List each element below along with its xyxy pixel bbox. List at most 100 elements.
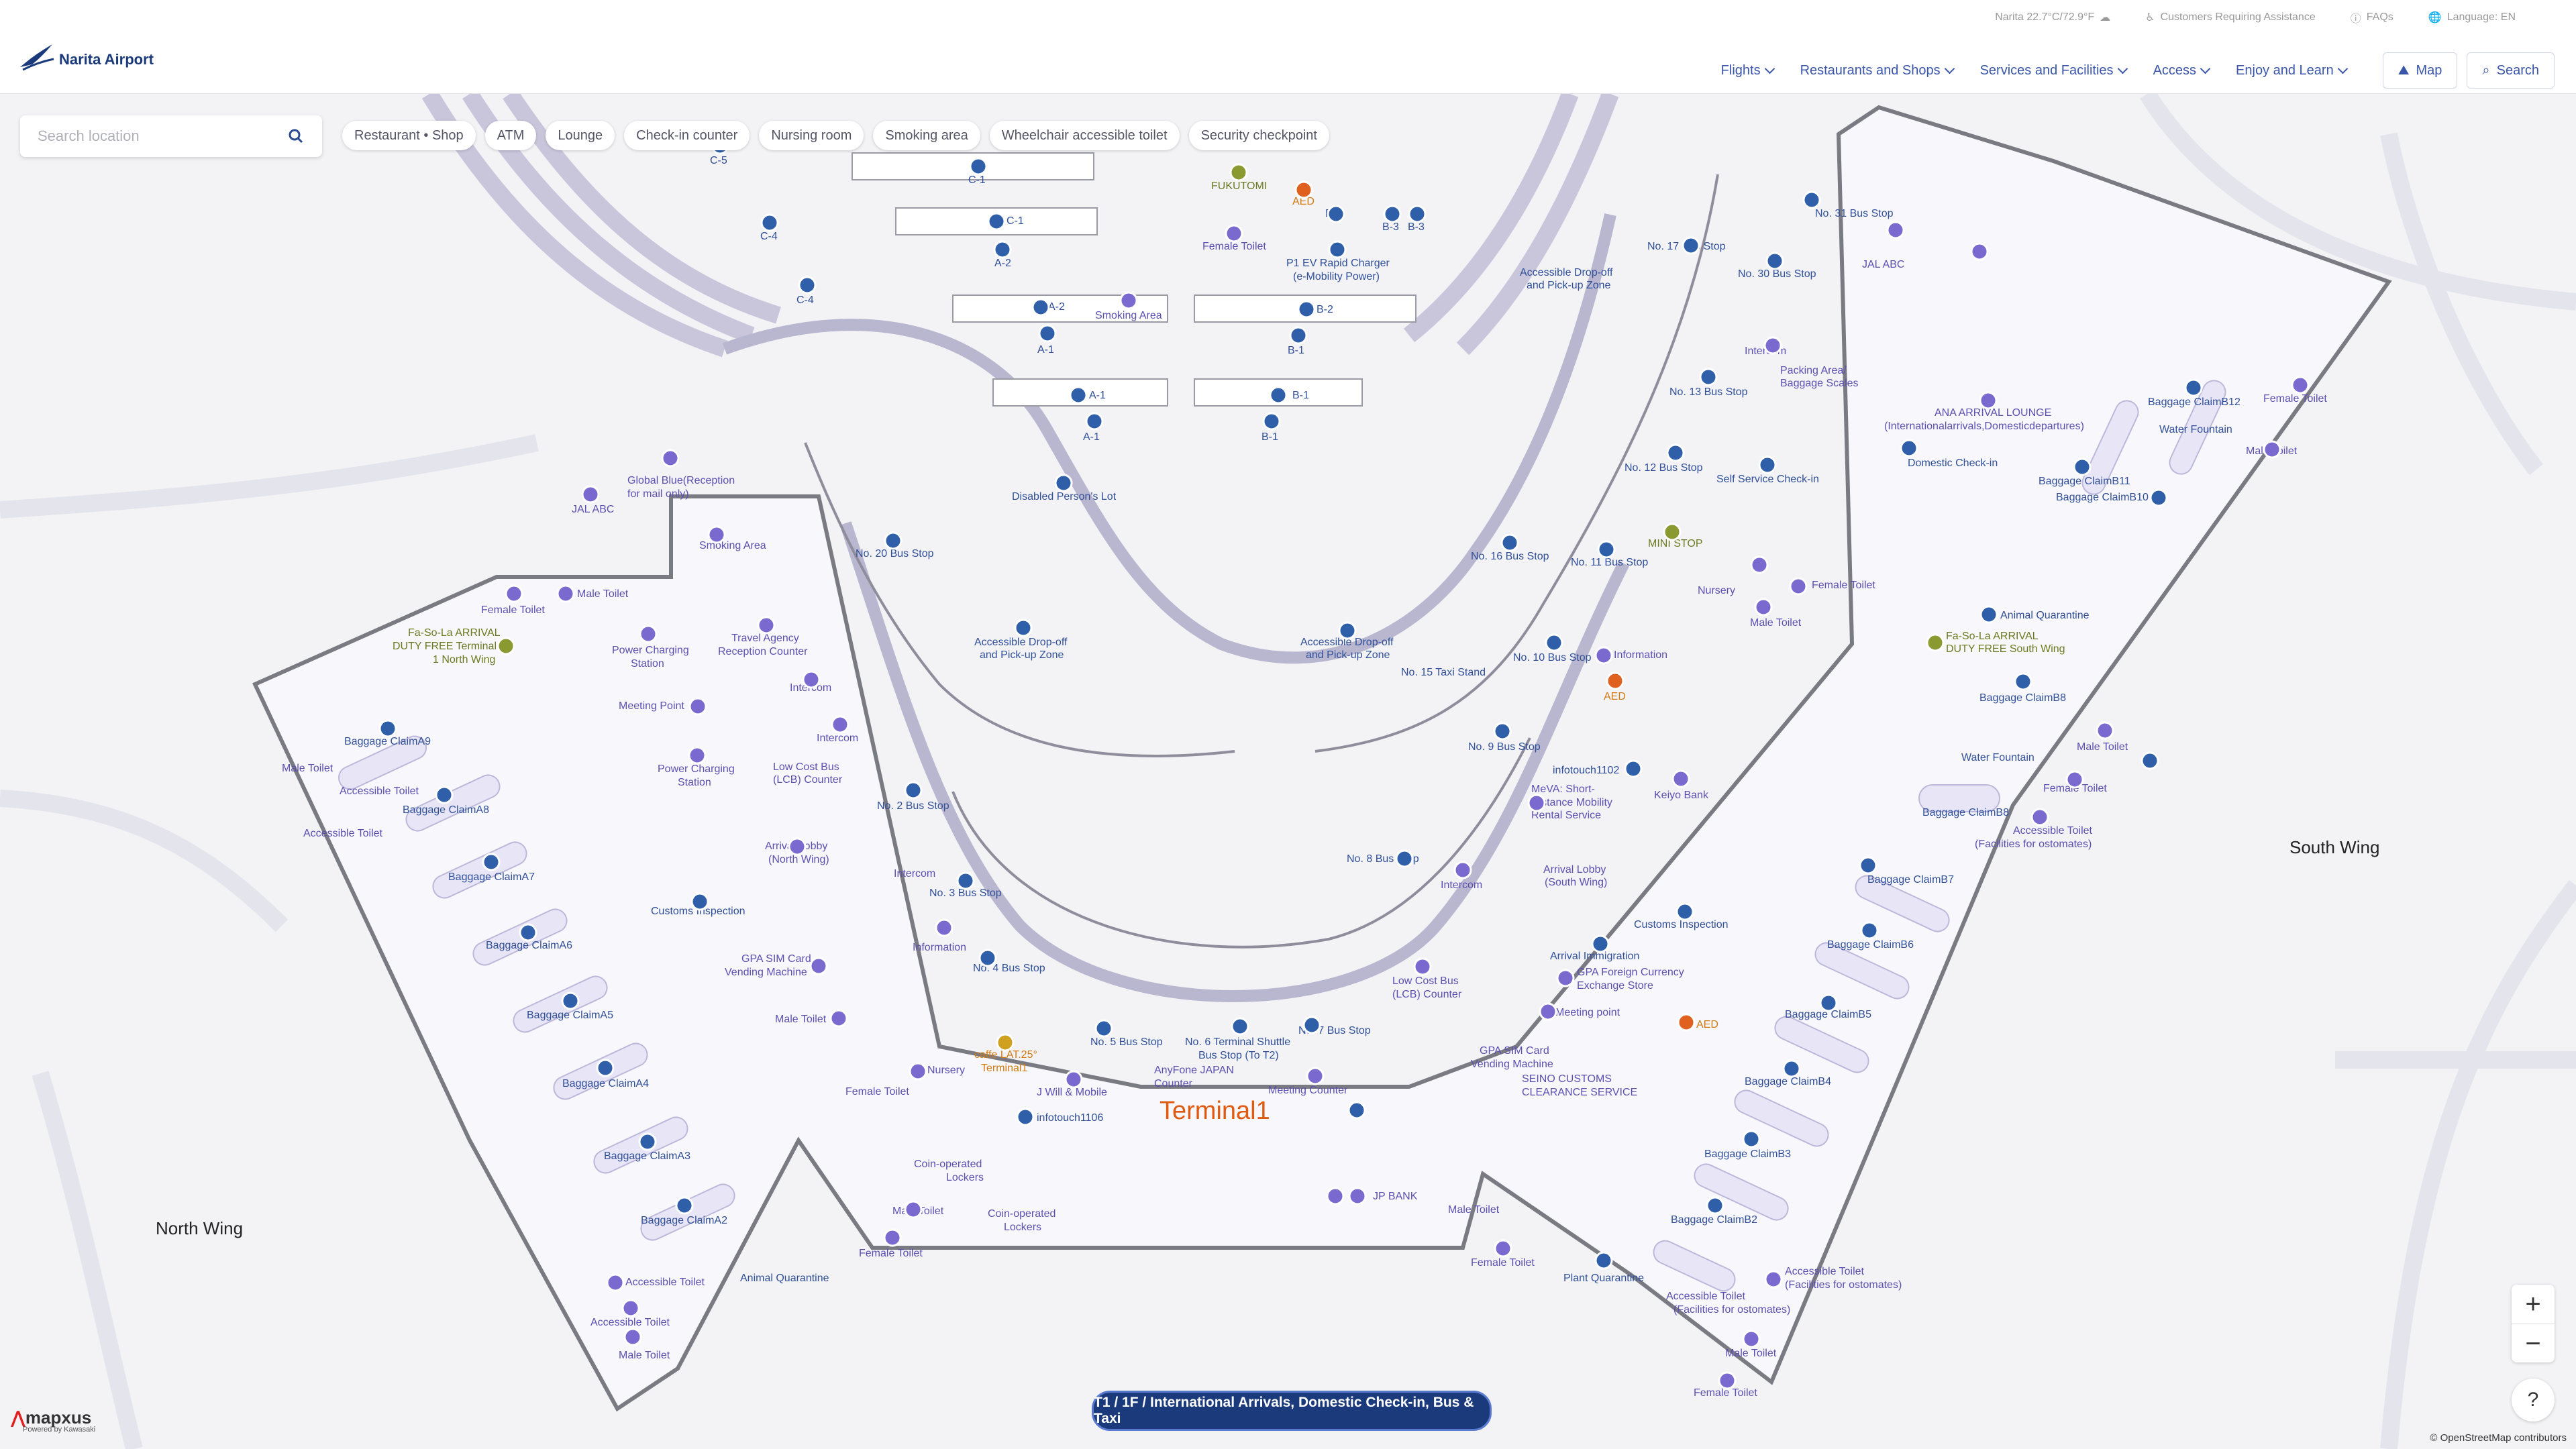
map-label-gpa_sim_n1[interactable]: GPA SIM Card (741, 953, 811, 965)
map-label-info_n[interactable]: Information (913, 942, 966, 953)
map-label-seino1[interactable]: SEINO CUSTOMS (1522, 1073, 1612, 1085)
nav-flights[interactable]: Flights (1721, 63, 1775, 78)
map-label-female_toilet_s5[interactable]: Female Toilet (1694, 1387, 1757, 1399)
nav-restaurants-shops[interactable]: Restaurants and Shops (1800, 63, 1955, 78)
map-label-plant_q[interactable]: Plant Quarantine (1563, 1273, 1644, 1284)
map-label-bus12[interactable]: No. 12 Bus Stop (1625, 462, 1703, 474)
map-label-power1b[interactable]: Station (631, 658, 664, 669)
chip-lounge[interactable]: Lounge (546, 121, 615, 150)
map-label-bca9[interactable]: Baggage ClaimA9 (344, 736, 431, 747)
map-label-meeting_s[interactable]: Meeting point (1555, 1007, 1620, 1018)
map-label-female_toilet_s1[interactable]: Female Toilet (2263, 393, 2327, 405)
map-label-b1b[interactable]: B-1 (1292, 390, 1309, 401)
map-label-bus13[interactable]: No. 13 Bus Stop (1669, 386, 1748, 398)
chip-restaurant-shop[interactable]: Restaurant • Shop (342, 121, 476, 150)
map-label-nursery_s[interactable]: Nursery (1698, 585, 1735, 596)
map-label-b1[interactable]: B-1 (1288, 345, 1304, 356)
map-label-aed_s[interactable]: AED (1604, 691, 1626, 702)
map-label-bca2[interactable]: Baggage ClaimA2 (641, 1215, 727, 1226)
map-label-bcb10[interactable]: Baggage ClaimB10 (2056, 492, 2149, 503)
map-label-bus6b[interactable]: Bus Stop (To T2) (1198, 1050, 1279, 1061)
map-label-nursery_n[interactable]: Nursery (927, 1065, 965, 1076)
language-selector[interactable]: 🌐 Language: EN (2428, 11, 2516, 23)
map-label-gpa_fx1[interactable]: GPA Foreign Currency (1577, 967, 1684, 978)
map-label-b3c[interactable]: B-3 (1408, 221, 1425, 233)
map-label-domestic_checkin[interactable]: Domestic Check-in (1908, 458, 1998, 469)
map-label-bus10[interactable]: No. 10 Bus Stop (1513, 652, 1592, 663)
map-label-male_toilet_s3[interactable]: Male Toilet (2077, 741, 2128, 753)
help-button[interactable]: ? (2512, 1379, 2555, 1421)
map-label-water_s2[interactable]: Water Fountain (1961, 752, 2034, 763)
chip-nursing-room[interactable]: Nursing room (759, 121, 864, 150)
map-label-male_toilet_n3[interactable]: Male Toilet (775, 1014, 827, 1025)
floor-selector-button[interactable]: T1 / 1F / International Arrivals, Domest… (1092, 1391, 1492, 1431)
map-label-bus31[interactable]: No. 31 Bus Stop (1815, 208, 1894, 219)
map-label-female_toilet_s4[interactable]: Female Toilet (1471, 1257, 1535, 1269)
map-label-acc_toilet_n3[interactable]: Accessible Toilet (625, 1277, 705, 1288)
map-label-dropoff_c1[interactable]: Accessible Drop-off (974, 637, 1068, 648)
map-label-female_toilet_top[interactable]: Female Toilet (1202, 241, 1266, 252)
map-label-acc_toilet_n1[interactable]: Accessible Toilet (340, 786, 419, 797)
map-label-bca4[interactable]: Baggage ClaimA4 (562, 1078, 649, 1089)
map-label-travel1[interactable]: Travel Agency (731, 633, 799, 644)
map-label-fukutomi[interactable]: FUKUTOMI (1211, 180, 1267, 192)
map-label-fasola_n3[interactable]: 1 North Wing (433, 654, 495, 665)
poi-markers[interactable] (378, 136, 2203, 1270)
map-label-coin1[interactable]: Coin-operated (914, 1159, 982, 1170)
map-label-coin2b[interactable]: Lockers (1004, 1222, 1041, 1233)
map-label-bus2[interactable]: No. 2 Bus Stop (877, 800, 949, 812)
map-label-male_toilet_s2[interactable]: Male Toilet (1750, 617, 1802, 629)
map-label-aed1[interactable]: AED (1292, 196, 1315, 207)
map-label-customs_s[interactable]: Customs Inspection (1634, 919, 1729, 930)
map-label-disabled_lot[interactable]: Disabled Person's Lot (1012, 491, 1117, 502)
map-label-male_toilet_n5[interactable]: Male Toilet (619, 1350, 670, 1361)
map-label-male_toilet_n2[interactable]: Male Toilet (282, 763, 333, 774)
map-label-female_toilet_n2[interactable]: Female Toilet (845, 1086, 909, 1097)
map-label-bus20[interactable]: No. 20 Bus Stop (856, 548, 934, 559)
search-icon[interactable] (287, 127, 305, 145)
map-label-anyfone1[interactable]: AnyFone JAPAN (1154, 1065, 1234, 1076)
map-label-intercom_n2[interactable]: Intercom (817, 733, 858, 744)
map-label-arrival_imm[interactable]: Arrival Immigration (1550, 951, 1639, 962)
map-label-bcb7[interactable]: Baggage ClaimB7 (1867, 874, 1954, 885)
map-label-power1[interactable]: Power Charging (612, 645, 689, 656)
map-label-b1c[interactable]: B-1 (1261, 431, 1278, 443)
chip-security-checkpoint[interactable]: Security checkpoint (1188, 121, 1329, 150)
map-label-meeting_n[interactable]: Meeting Point (619, 700, 684, 712)
map-label-lcb_n1[interactable]: Low Cost Bus (773, 761, 839, 773)
map-label-lcb_s1[interactable]: Low Cost Bus (1392, 975, 1459, 987)
map-label-acc_toilet_s2[interactable]: Accessible Toilet (1785, 1266, 1865, 1277)
map-label-bus30[interactable]: No. 30 Bus Stop (1738, 268, 1816, 280)
map-button[interactable]: ⛰ Map (2382, 52, 2458, 89)
map-label-bca6[interactable]: Baggage ClaimA6 (486, 940, 572, 951)
map-label-bus3[interactable]: No. 3 Bus Stop (929, 888, 1002, 899)
map-label-dropoff_top2[interactable]: and Pick-up Zone (1527, 280, 1611, 291)
map-label-gpa_sim_s2[interactable]: Vending Machine (1471, 1059, 1553, 1070)
map-label-fasola_s2[interactable]: DUTY FREE South Wing (1946, 643, 2065, 655)
map-label-c1b[interactable]: C-1 (1007, 215, 1024, 227)
map-label-power2b[interactable]: Station (678, 777, 711, 788)
map-label-aed_s2[interactable]: AED (1696, 1019, 1718, 1030)
map-label-ev2[interactable]: (e-Mobility Power) (1293, 271, 1380, 282)
map-label-meva1[interactable]: MeVA: Short- (1531, 784, 1595, 795)
map-label-bcb2[interactable]: Baggage ClaimB2 (1671, 1214, 1757, 1226)
map-label-bcb4[interactable]: Baggage ClaimB4 (1745, 1076, 1831, 1087)
nav-access[interactable]: Access (2153, 63, 2211, 78)
map-label-bca8[interactable]: Baggage ClaimA8 (403, 804, 489, 816)
map-label-c4b[interactable]: C-4 (796, 294, 814, 306)
map-label-dropoff_c4[interactable]: and Pick-up Zone (1306, 649, 1390, 661)
map-label-packing1[interactable]: Packing Area/ (1780, 365, 1847, 376)
chip-wheelchair-toilet[interactable]: Wheelchair accessible toilet (989, 121, 1180, 150)
map-label-a1b[interactable]: A-1 (1089, 390, 1106, 401)
map-label-bcb8b[interactable]: Baggage ClaimB8 (1922, 807, 2009, 818)
map-label-infotouch1102[interactable]: infotouch1102 (1553, 765, 1619, 776)
map-label-bus6a[interactable]: No. 6 Terminal Shuttle (1185, 1036, 1290, 1048)
map-label-gpa_sim_n2[interactable]: Vending Machine (725, 967, 807, 978)
map-label-bcb3[interactable]: Baggage ClaimB3 (1704, 1148, 1791, 1160)
map-label-meva3[interactable]: Rental Service (1531, 810, 1601, 821)
map-label-acc_toilet_n4[interactable]: Accessible Toilet (590, 1317, 670, 1328)
map-label-bcb5[interactable]: Baggage ClaimB5 (1785, 1009, 1871, 1020)
map-label-smoking_n[interactable]: Smoking Area (699, 540, 766, 551)
map-label-bcb12[interactable]: Baggage ClaimB12 (2148, 396, 2240, 408)
